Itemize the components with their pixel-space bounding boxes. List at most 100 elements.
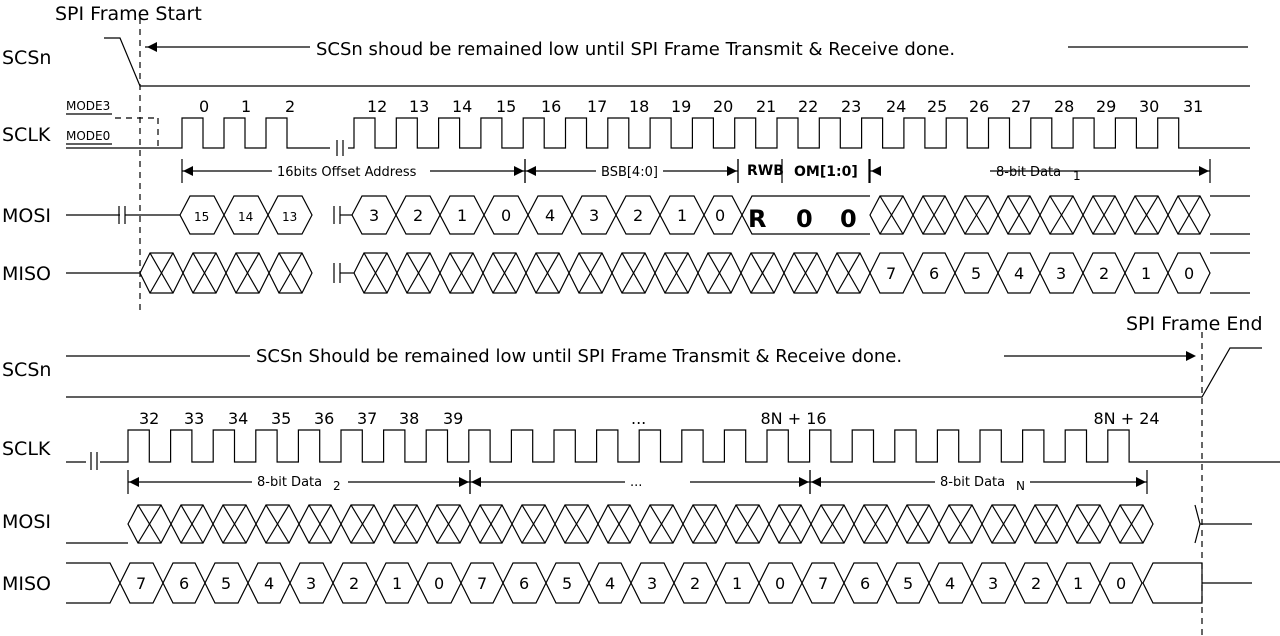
om-bit-0: 0 [840, 205, 857, 233]
miso-top-cross-b-x2 [449, 252, 474, 294]
clock-number-16: 25 [927, 97, 947, 116]
mosi-top-value-9: 2 [633, 206, 643, 225]
mosi-bottom-cross-x2 [265, 504, 290, 544]
span-data1-head-right [1199, 166, 1209, 176]
mosi-top-hex-a-cell [267, 195, 313, 235]
mosi-top-value-5: 1 [457, 206, 467, 225]
clock-number-bottom-9: 8N + 16 [761, 409, 827, 428]
clock-number-bottom-5: 37 [357, 409, 377, 428]
mosi-bottom-cross-x2 [607, 504, 631, 544]
mosi-bottom-cross-x2 [906, 504, 930, 544]
miso-bottom-value-7: 0 [434, 574, 444, 593]
mosi-bottom-cross-x2 [991, 504, 1016, 544]
clock-number-bottom-4: 36 [314, 409, 334, 428]
miso-bottom-value-16: 7 [818, 574, 828, 593]
miso-top-cross-b-x2 [578, 252, 603, 294]
miso-bottom-value-9: 6 [519, 574, 529, 593]
clock-number-0: 0 [199, 97, 209, 116]
miso-top-cross-b-x2 [363, 252, 388, 294]
miso-bottom-value-5: 2 [349, 574, 359, 593]
mosi-top-value-4: 2 [413, 206, 423, 225]
mosi-top-value-7: 4 [545, 206, 555, 225]
mosi-top-value-6: 0 [501, 206, 511, 225]
miso-bottom-hex-cell [1099, 562, 1143, 604]
clock-number-20: 29 [1096, 97, 1116, 116]
clock-number-2: 2 [285, 97, 295, 116]
span-bsb-head-left [526, 166, 536, 176]
mosi-bottom-cross-x2 [1034, 504, 1058, 544]
miso-bottom-value-18: 5 [903, 574, 913, 593]
clock-number-bottom-8: ... [631, 409, 646, 428]
mosi-bottom-cross-x2 [308, 504, 332, 544]
mosi-top-cross-x2 [1134, 195, 1159, 235]
miso-bottom-lead-top [66, 562, 121, 584]
signal-label-miso: MISO [2, 263, 51, 285]
span-data2-head-right [459, 477, 469, 487]
scsn-wave-bottom [66, 347, 1262, 398]
mosi-top-value-8: 3 [589, 206, 599, 225]
miso-top-hex-cell [1167, 252, 1211, 294]
clock-number-1: 1 [241, 97, 251, 116]
clock-number-9: 18 [629, 97, 649, 116]
miso-top-cross-b-x2 [621, 252, 646, 294]
miso-top-cross-b-x2 [836, 252, 861, 294]
span-bsb-head-right [727, 166, 737, 176]
span-ellipsis-head-right [799, 477, 809, 487]
miso-bottom-value-4: 3 [306, 574, 316, 593]
clock-number-bottom-1: 33 [184, 409, 204, 428]
span-data2-head-left [129, 477, 139, 487]
mosi-bottom-cross-x2 [820, 504, 845, 544]
span-datan-head-left [811, 477, 821, 487]
mosi-bottom-cross-x2 [180, 504, 204, 544]
span-label-datan: 8-bit Data [940, 475, 1005, 490]
miso-top-cross-b-x2 [406, 252, 431, 294]
span-datan-head-right [1136, 477, 1146, 487]
signal-label-scsn: SCSn [2, 47, 51, 69]
miso-bottom-value-13: 2 [690, 574, 700, 593]
mosi-top-value-1: 14 [238, 210, 253, 224]
miso-top-value-0: 7 [886, 264, 896, 283]
clock-number-11: 20 [713, 97, 733, 116]
miso-top-cross-b-x2 [793, 252, 818, 294]
miso-bottom-value-17: 6 [860, 574, 870, 593]
mosi-bottom-cross-x2 [564, 504, 589, 544]
clock-number-5: 14 [452, 97, 472, 116]
miso-bottom-value-14: 1 [732, 574, 742, 593]
clock-number-3: 12 [367, 97, 387, 116]
clock-number-bottom-2: 34 [228, 409, 248, 428]
span-label-rwb: RWB [747, 163, 784, 179]
miso-top-value-5: 2 [1099, 264, 1109, 283]
mosi-top-value-2: 13 [282, 210, 297, 224]
miso-top-value-4: 3 [1056, 264, 1066, 283]
clock-number-19: 28 [1054, 97, 1074, 116]
span-offset-head-right [514, 166, 524, 176]
frame-start-label: SPI Frame Start [55, 3, 202, 25]
clock-number-14: 23 [841, 97, 861, 116]
span-ellipsis-head-left [471, 477, 481, 487]
miso-top-cross-a-x2 [149, 252, 174, 294]
clock-number-bottom-10: 8N + 24 [1094, 409, 1160, 428]
clock-number-bottom-7: 39 [443, 409, 463, 428]
om-bit-1: 0 [796, 205, 813, 233]
mosi-bottom-cross-x2 [863, 504, 888, 544]
clock-number-bottom-3: 35 [271, 409, 291, 428]
span-label-bsb: BSB[4:0] [601, 165, 658, 180]
miso-top-value-3: 4 [1014, 264, 1024, 283]
mosi-bottom-cross-x2 [948, 504, 973, 544]
miso-top-cross-b-x2 [492, 252, 517, 294]
sclk-wave-top-a [66, 117, 330, 149]
miso-top-cross-a-x2 [278, 252, 303, 294]
clock-number-4: 13 [409, 97, 429, 116]
miso-top-cross-b-x2 [750, 252, 775, 294]
span-label-data1: 8-bit Data [996, 165, 1061, 180]
mosi-top-value-11: 0 [715, 206, 725, 225]
miso-bottom-value-10: 5 [562, 574, 572, 593]
sclk-wave-top-b [348, 117, 1250, 149]
mosi-bottom-cross-x2 [521, 504, 546, 544]
miso-bottom-value-15: 0 [775, 574, 785, 593]
clock-number-8: 17 [587, 97, 607, 116]
miso-top-cross-b-x2 [664, 252, 689, 294]
mosi-bottom-cross-x2 [393, 504, 418, 544]
miso-bottom-value-11: 4 [605, 574, 615, 593]
